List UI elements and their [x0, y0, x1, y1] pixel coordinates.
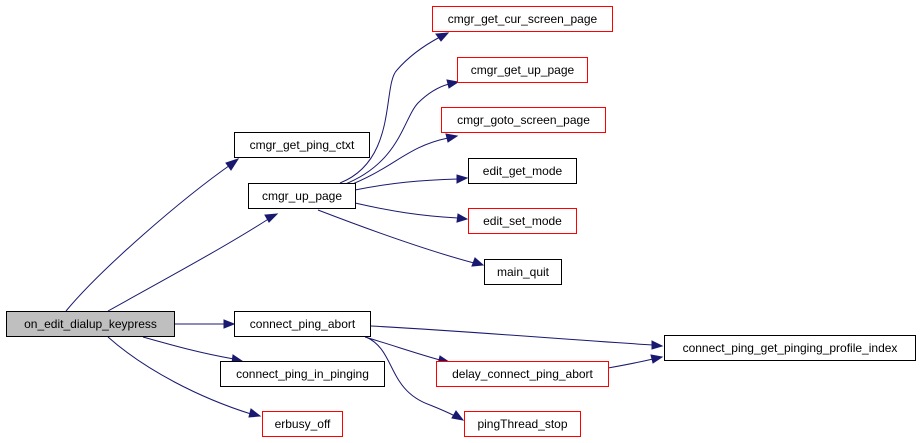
arrowhead	[264, 213, 279, 223]
arrowhead	[445, 133, 459, 143]
edge-cmgr_up_page-edit_get_mode	[354, 178, 459, 191]
edge-cmgr_up_page-cmgr_goto_screen_page	[344, 137, 449, 188]
node-main_quit[interactable]: main_quit	[484, 259, 562, 285]
edge-connect_ping_abort-connect_ping_get_pinging_profile_index	[370, 325, 654, 346]
node-cmgr_get_ping_ctxt[interactable]: cmgr_get_ping_ctxt	[234, 132, 370, 158]
arrowhead	[471, 257, 485, 267]
node-cmgr_goto_screen_page[interactable]: cmgr_goto_screen_page	[441, 107, 606, 133]
edge-on_edit_dialup_keypress-cmgr_up_page	[107, 217, 271, 312]
arrowhead	[451, 410, 465, 421]
edge-delay_connect_ping_abort-connect_ping_get_pinging_profile_index	[607, 358, 654, 369]
arrowhead	[223, 319, 236, 329]
arrowhead	[225, 158, 240, 171]
edge-connect_ping_abort-delay_connect_ping_abort	[364, 336, 441, 361]
node-connect_ping_abort[interactable]: connect_ping_abort	[234, 311, 371, 337]
node-cmgr_get_cur_screen_page[interactable]: cmgr_get_cur_screen_page	[432, 6, 613, 32]
arrowhead	[248, 408, 262, 418]
node-pingThread_stop[interactable]: pingThread_stop	[464, 411, 581, 437]
arrowhead	[435, 32, 450, 42]
arrowhead	[456, 174, 469, 184]
edge-cmgr_up_page-cmgr_get_cur_screen_page	[339, 36, 441, 184]
node-connect_ping_in_pinging[interactable]: connect_ping_in_pinging	[220, 361, 385, 387]
edge-connect_ping_abort-pingThread_stop	[365, 336, 456, 417]
edge-cmgr_up_page-cmgr_get_up_page	[342, 83, 450, 186]
node-edit_get_mode[interactable]: edit_get_mode	[468, 158, 577, 184]
edge-cmgr_up_page-main_quit	[317, 209, 475, 264]
node-connect_ping_get_pinging_profile_index[interactable]: connect_ping_get_pinging_profile_index	[664, 335, 916, 361]
node-cmgr_get_up_page[interactable]: cmgr_get_up_page	[457, 57, 588, 83]
node-erbusy_off[interactable]: erbusy_off	[262, 411, 343, 437]
edge-on_edit_dialup_keypress-erbusy_off	[107, 336, 252, 415]
node-delay_connect_ping_abort[interactable]: delay_connect_ping_abort	[436, 361, 609, 387]
node-cmgr_up_page[interactable]: cmgr_up_page	[248, 183, 356, 209]
edge-on_edit_dialup_keypress-cmgr_get_ping_ctxt	[65, 162, 234, 312]
node-on_edit_dialup_keypress: on_edit_dialup_keypress	[6, 311, 175, 337]
edge-cmgr_up_page-edit_set_mode	[354, 202, 459, 219]
node-edit_set_mode[interactable]: edit_set_mode	[468, 208, 577, 234]
arrowhead	[650, 354, 664, 364]
arrowhead	[456, 213, 469, 223]
arrowhead	[446, 79, 460, 89]
arrowhead	[651, 340, 664, 350]
edge-on_edit_dialup_keypress-connect_ping_in_pinging	[142, 336, 235, 360]
